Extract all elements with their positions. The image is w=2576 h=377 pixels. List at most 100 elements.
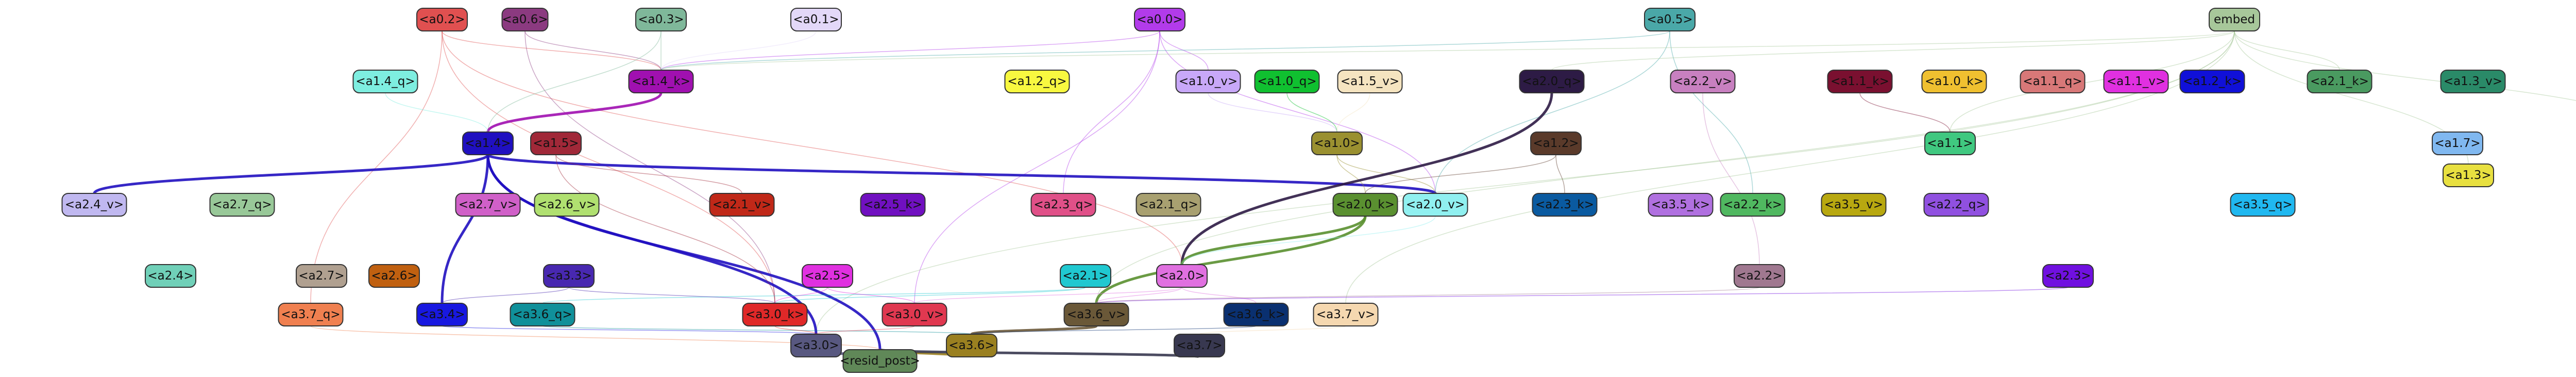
node-a0-6[interactable]: <a0.6> (501, 8, 549, 31)
node-a1-3[interactable]: <a1.3> (2443, 163, 2494, 187)
edge-a2.0_k-to-a2.0 (1180, 216, 1367, 265)
node-a1-1-v[interactable]: <a1.1_v> (2103, 70, 2169, 93)
node-a2-3-q[interactable]: <a2.3_q> (1030, 193, 1096, 217)
node-a3-6-q[interactable]: <a3.6_q> (510, 303, 575, 326)
node-a2-2-v[interactable]: <a2.2_v> (1670, 70, 1736, 93)
node-a2-1-k[interactable]: <a2.1_k> (2307, 70, 2372, 93)
node-a1-1-q[interactable]: <a1.1_q> (2020, 70, 2086, 93)
node-a1-0-v[interactable]: <a1.0_v> (1175, 70, 1241, 93)
node-a1-4-q[interactable]: <a1.4_q> (352, 70, 418, 93)
node-a1-4[interactable]: <a1.4> (462, 132, 514, 155)
node-a2-4-v[interactable]: <a2.4_v> (61, 193, 127, 217)
node-a1-1[interactable]: <a1.1> (1924, 132, 1976, 155)
node-a3-0[interactable]: <a3.0> (790, 334, 842, 357)
node-a0-1[interactable]: <a0.1> (790, 8, 842, 31)
edge-a2.0-to-a3.6_v (1096, 287, 1182, 304)
node-a3-7-v[interactable]: <a3.7_v> (1313, 303, 1379, 326)
edge-a3.6_v-to-a3.6 (970, 324, 1098, 336)
node-a3-5-k[interactable]: <a3.5_k> (1648, 193, 1714, 217)
node-label: <a1.2_k> (2183, 75, 2242, 88)
node-box (635, 8, 687, 31)
node-label: <a3.0> (793, 339, 839, 352)
node-a3-7-q[interactable]: <a3.7_q> (278, 303, 344, 326)
node-resid-post[interactable]: <resid_post> (840, 349, 920, 373)
node-a0-5[interactable]: <a0.5> (1644, 8, 1696, 31)
node-box (882, 303, 947, 326)
node-a2-6[interactable]: <a2.6> (368, 264, 420, 288)
edge-a0.2-to-a3.7_q (310, 30, 443, 304)
node-box (2440, 70, 2506, 93)
node-a2-0-v[interactable]: <a2.0_v> (1402, 193, 1468, 217)
edge-a2.0-to-a3.6_k (1181, 287, 1257, 304)
node-label: <a1.0> (1314, 137, 1360, 150)
node-a1-1-k[interactable]: <a1.1_k> (1827, 70, 1893, 93)
node-a1-4-k[interactable]: <a1.4_k> (628, 70, 694, 93)
edge-a0.5-to-a2.0_v (1435, 30, 1670, 194)
node-a1-7[interactable]: <a1.7> (2432, 132, 2483, 155)
edge-a0.2-to-a1.4_k (442, 30, 662, 71)
node-a2-0-k[interactable]: <a2.0_k> (1332, 193, 1398, 217)
node-a2-6-v[interactable]: <a2.6_v> (534, 193, 600, 217)
node-box (2230, 193, 2296, 217)
node-box (296, 264, 347, 288)
node-a2-4[interactable]: <a2.4> (145, 264, 196, 288)
node-label: <a1.3_v> (2444, 75, 2502, 88)
node-a1-5-v[interactable]: <a1.5_v> (1337, 70, 1403, 93)
node-layer: <a0.2> <a0.6> <a0.3> <a0.1> <a0.0> <a0.5> embe… (61, 8, 2506, 373)
node-a2-1[interactable]: <a2.1> (1060, 264, 1111, 288)
edge-a1.0_v-to-a1.0 (1208, 92, 1337, 133)
node-a2-3-k[interactable]: <a2.3_k> (1532, 193, 1598, 217)
node-label: <a2.7> (298, 269, 344, 283)
node-box (842, 349, 918, 373)
node-a2-0[interactable]: <a2.0> (1156, 264, 1208, 288)
node-label: <a3.4> (419, 308, 465, 321)
node-a2-2-k[interactable]: <a2.2_k> (1720, 193, 1786, 217)
node-a2-1-v[interactable]: <a2.1_v> (709, 193, 775, 217)
node-a3-0-v[interactable]: <a3.0_v> (882, 303, 947, 326)
node-a3-6-k[interactable]: <a3.6_k> (1223, 303, 1289, 326)
node-a3-6-v[interactable]: <a3.6_v> (1063, 303, 1129, 326)
edge-a0.0-to-a3.0_v (914, 30, 1160, 304)
node-a1-5[interactable]: <a1.5> (530, 132, 582, 155)
node-a0-3[interactable]: <a0.3> (635, 8, 687, 31)
node-a3-7[interactable]: <a3.7> (1174, 334, 1225, 357)
node-a2-7[interactable]: <a2.7> (296, 264, 347, 288)
node-a1-0-k[interactable]: <a1.0_k> (1921, 70, 1987, 93)
edge-a1.4_k-to-a1.4 (486, 92, 663, 133)
node-label: <a2.2_k> (1723, 198, 1782, 211)
node-a1-3-v[interactable]: <a1.3_v> (2440, 70, 2506, 93)
node-a3-4[interactable]: <a3.4> (416, 303, 468, 326)
node-a2-5-k[interactable]: <a2.5_k> (860, 193, 926, 217)
node-a3-5-v[interactable]: <a3.5_v> (1821, 193, 1887, 217)
node-a2-2[interactable]: <a2.2> (1734, 264, 1785, 288)
node-label: <a1.1> (1927, 137, 1973, 150)
node-a1-0[interactable]: <a1.0> (1311, 132, 1363, 155)
node-a1-0-q[interactable]: <a1.0_q> (1254, 70, 1320, 93)
node-a2-1-q[interactable]: <a2.1_q> (1136, 193, 1201, 217)
node-a3-6[interactable]: <a3.6> (946, 334, 997, 357)
node-embed[interactable]: embed (2209, 8, 2260, 31)
node-a2-2-q[interactable]: <a2.2_q> (1923, 193, 1989, 217)
node-a1-2-k[interactable]: <a1.2_k> (2179, 70, 2245, 93)
node-a2-0-q[interactable]: <a2.0_q> (1519, 70, 1585, 93)
node-a1-2-q[interactable]: <a1.2_q> (1004, 70, 1070, 93)
node-a2-7-v[interactable]: <a2.7_v> (455, 193, 521, 217)
node-box (352, 70, 418, 93)
edge-a2.5-to-a3.0_k (774, 287, 828, 304)
node-label: <a0.6> (502, 13, 548, 26)
edge-a1.0_q-to-a1.0 (1286, 92, 1337, 133)
edge-a1.2-to-a2.3_k (1555, 154, 1565, 194)
node-a2-5[interactable]: <a2.5> (802, 264, 853, 288)
node-a2-7-q[interactable]: <a2.7_q> (209, 193, 275, 217)
node-a1-2[interactable]: <a1.2> (1530, 132, 1582, 155)
node-a2-3[interactable]: <a2.3> (2042, 264, 2094, 288)
node-a3-5-q[interactable]: <a3.5_q> (2230, 193, 2296, 217)
node-box (2443, 163, 2494, 187)
node-a0-0[interactable]: <a0.0> (1134, 8, 1185, 31)
node-a3-3[interactable]: <a3.3> (543, 264, 595, 288)
node-box (1734, 264, 1785, 288)
node-label: <a3.5_k> (1651, 198, 1710, 211)
node-a0-2[interactable]: <a0.2> (416, 8, 468, 31)
node-a3-0-k[interactable]: <a3.0_k> (742, 303, 808, 326)
